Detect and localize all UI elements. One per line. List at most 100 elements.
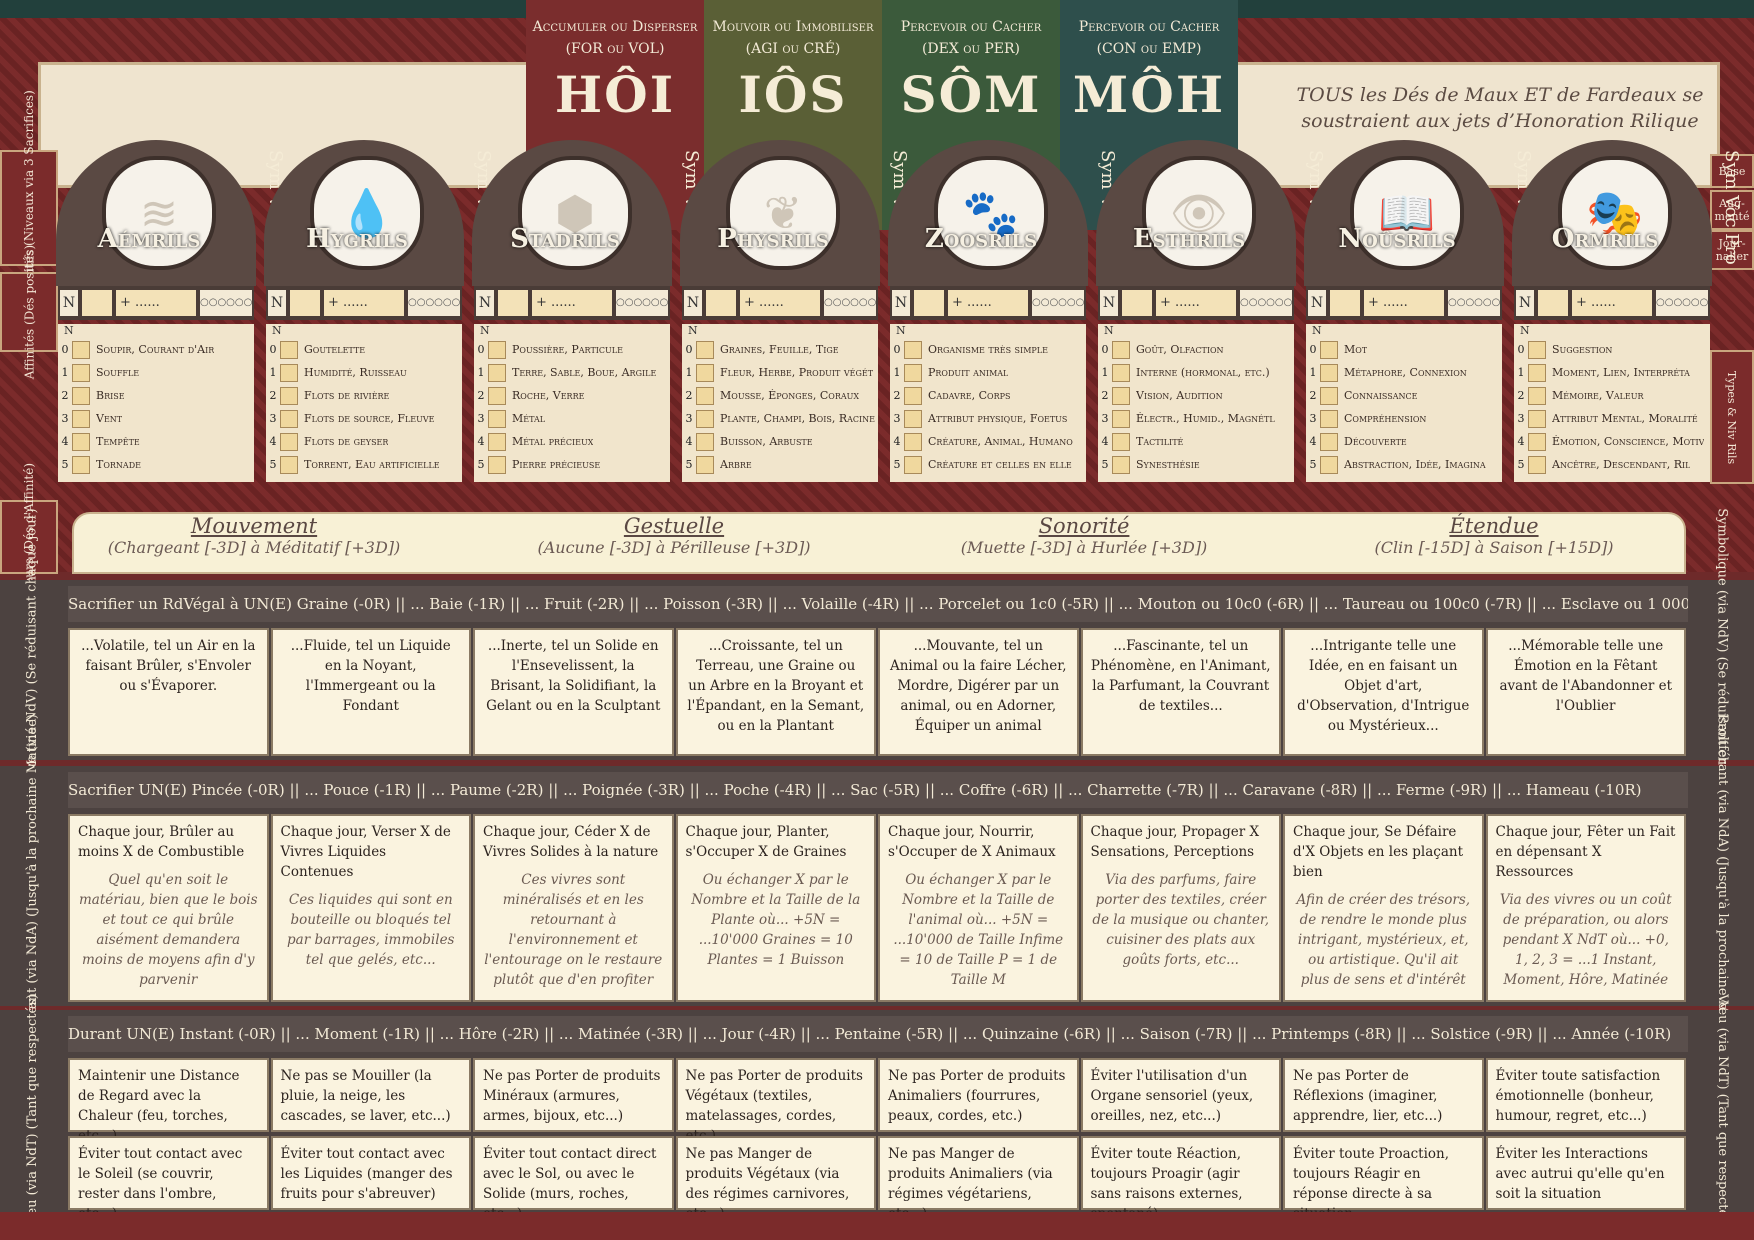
item-checkbox[interactable]: [72, 409, 90, 428]
item-label: Moment, Lien, Interpréta: [1552, 366, 1690, 379]
item-checkbox[interactable]: [280, 455, 298, 474]
affinity-dots[interactable]: ○○○○○○○○: [200, 290, 252, 316]
item-checkbox[interactable]: [72, 340, 90, 359]
item-checkbox[interactable]: [1320, 340, 1338, 359]
item-checkbox[interactable]: [696, 432, 714, 451]
affinity-box[interactable]: [498, 290, 528, 316]
item-checkbox[interactable]: [280, 340, 298, 359]
item-checkbox[interactable]: [904, 386, 922, 405]
affinity-plus-field[interactable]: + ......: [532, 290, 612, 316]
affinity-plus-field[interactable]: + ......: [116, 290, 196, 316]
item-checkbox[interactable]: [696, 363, 714, 382]
item-checkbox[interactable]: [488, 455, 506, 474]
item-checkbox[interactable]: [72, 455, 90, 474]
item-checkbox[interactable]: [1528, 386, 1546, 405]
affinity-box[interactable]: [706, 290, 736, 316]
item-index: 1: [61, 366, 69, 379]
domain-affinity-row: N+ ......○○○○○○○○: [474, 286, 670, 320]
item-checkbox[interactable]: [488, 363, 506, 382]
item-checkbox[interactable]: [488, 386, 506, 405]
section-voeu: Vœu (via NdT) (Tant que respectés) Vœu (…: [0, 994, 1754, 1228]
item-checkbox[interactable]: [1112, 363, 1130, 382]
proliferant-cells: Chaque jour, Brûler au moins X de Combus…: [68, 814, 1688, 1002]
item-checkbox[interactable]: [72, 363, 90, 382]
affinity-plus-field[interactable]: + ......: [740, 290, 820, 316]
item-label: Électr., Humid., Magnétl: [1136, 412, 1275, 425]
affinity-plus-field[interactable]: + ......: [948, 290, 1028, 316]
item-label: Goutelette: [304, 343, 366, 356]
item-checkbox[interactable]: [904, 409, 922, 428]
item-checkbox[interactable]: [1320, 432, 1338, 451]
affinity-box[interactable]: [1330, 290, 1360, 316]
item-checkbox[interactable]: [72, 386, 90, 405]
affinity-box[interactable]: [914, 290, 944, 316]
item-checkbox[interactable]: [1112, 409, 1130, 428]
item-checkbox[interactable]: [488, 340, 506, 359]
affinity-dots[interactable]: ○○○○○○○○: [1032, 290, 1084, 316]
item-label: Interne (hormonal, etc.): [1136, 366, 1270, 379]
item-checkbox[interactable]: [1320, 386, 1338, 405]
item-checkbox[interactable]: [904, 432, 922, 451]
item-checkbox[interactable]: [696, 455, 714, 474]
item-checkbox[interactable]: [1112, 340, 1130, 359]
affinity-plus-field[interactable]: + ......: [1156, 290, 1236, 316]
item-checkbox[interactable]: [280, 432, 298, 451]
affinity-dots[interactable]: ○○○○○○○○: [408, 290, 460, 316]
affinity-box[interactable]: [1538, 290, 1568, 316]
proliferant-note: Ou échanger X par le Nombre et la Taille…: [893, 872, 1064, 988]
item-checkbox[interactable]: [1528, 409, 1546, 428]
affinity-box[interactable]: [1122, 290, 1152, 316]
item-label: Organisme très simple: [928, 343, 1048, 356]
item-checkbox[interactable]: [1528, 432, 1546, 451]
domain-icon: 📖: [1350, 156, 1464, 270]
item-checkbox[interactable]: [1528, 340, 1546, 359]
affinity-plus-field[interactable]: + ......: [324, 290, 404, 316]
item-label: Mémoire, Valeur: [1552, 389, 1644, 402]
item-checkbox[interactable]: [1320, 455, 1338, 474]
proliferant-right-label: Proliférant (via NdA) (Jusqu'à la procha…: [1714, 713, 1730, 1059]
item-checkbox[interactable]: [488, 432, 506, 451]
label-journalier: Jour-nalier: [1710, 230, 1754, 270]
item-checkbox[interactable]: [696, 386, 714, 405]
item-checkbox[interactable]: [1112, 455, 1130, 474]
item-checkbox[interactable]: [1528, 363, 1546, 382]
item-index: 1: [1517, 366, 1525, 379]
affinity-dots[interactable]: ○○○○○○○○: [1448, 290, 1500, 316]
item-label: Émotion, Conscience, Motiv: [1552, 435, 1705, 448]
item-checkbox[interactable]: [280, 409, 298, 428]
item-checkbox[interactable]: [904, 363, 922, 382]
proliferant-main: Chaque jour, Brûler au moins X de Combus…: [78, 824, 245, 860]
affinity-dots[interactable]: ○○○○○○○○: [1240, 290, 1292, 316]
affinity-plus-field[interactable]: + ......: [1364, 290, 1444, 316]
stat-sub-1: Percevoir ou Cacher: [1078, 19, 1220, 35]
item-checkbox[interactable]: [904, 340, 922, 359]
affinity-box[interactable]: [290, 290, 320, 316]
affinity-box[interactable]: [82, 290, 112, 316]
affinity-plus-field[interactable]: + ......: [1572, 290, 1652, 316]
item-checkbox[interactable]: [696, 409, 714, 428]
voeu-row-1: Maintenir une Distance de Regard avec la…: [68, 1058, 1688, 1144]
item-checkbox[interactable]: [1528, 455, 1546, 474]
item-checkbox[interactable]: [72, 432, 90, 451]
proliferant-main: Chaque jour, Verser X de Vivres Liquides…: [280, 824, 451, 880]
item-checkbox[interactable]: [1112, 432, 1130, 451]
item-checkbox[interactable]: [1320, 409, 1338, 428]
item-checkbox[interactable]: [280, 386, 298, 405]
affinity-dots[interactable]: ○○○○○○○○: [1656, 290, 1708, 316]
item-checkbox[interactable]: [904, 455, 922, 474]
item-checkbox[interactable]: [696, 340, 714, 359]
item-checkbox[interactable]: [488, 409, 506, 428]
item-checkbox[interactable]: [280, 363, 298, 382]
affinity-dots[interactable]: ○○○○○○○○: [616, 290, 668, 316]
item-checkbox[interactable]: [1320, 363, 1338, 382]
affinity-dots[interactable]: ○○○○○○○○: [824, 290, 876, 316]
domain-head: 💧Hygrils: [264, 140, 464, 286]
factor-range: (Chargeant [-3D] à Méditatif [+3D]): [107, 538, 401, 557]
item-checkbox[interactable]: [1112, 386, 1130, 405]
